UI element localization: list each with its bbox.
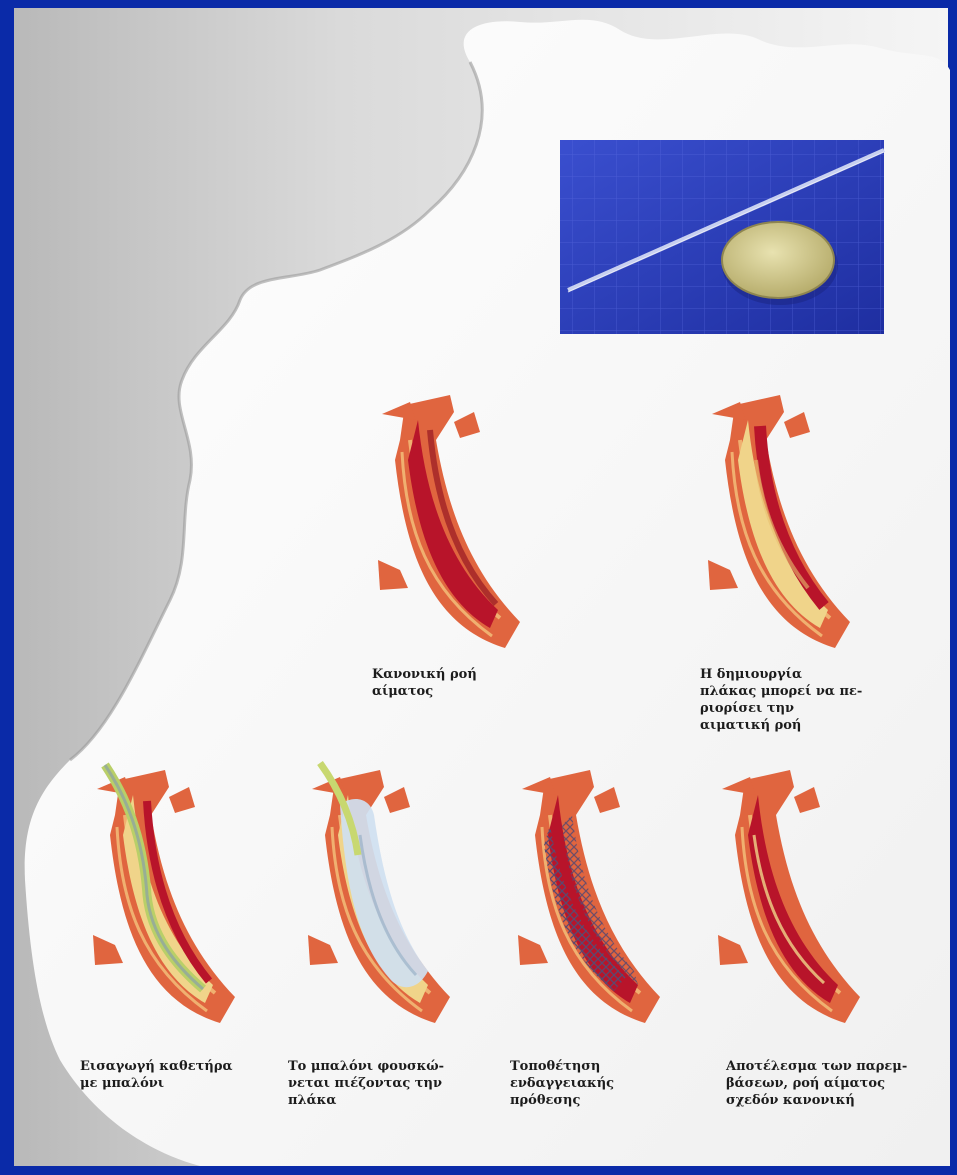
caption-normal-flow: Κανονική ροή αίματος	[372, 666, 532, 700]
caption-catheter-insertion: Εισαγωγή καθετήρα με μπαλόνι	[80, 1058, 270, 1092]
caption-balloon-inflation: Το μπαλόνι φουσκώ- νεται πιέζοντας την π…	[288, 1058, 488, 1109]
stent-photo	[560, 140, 884, 334]
caption-stent-placement: Τοποθέτηση ενδαγγειακής πρόθεσης	[510, 1058, 680, 1109]
caption-plaque-formation: Η δημιουργία πλάκας μπορεί να πε- ριορίσ…	[700, 666, 920, 734]
caption-result: Αποτέλεσμα των παρεμ- βάσεων, ροή αίματο…	[726, 1058, 952, 1109]
